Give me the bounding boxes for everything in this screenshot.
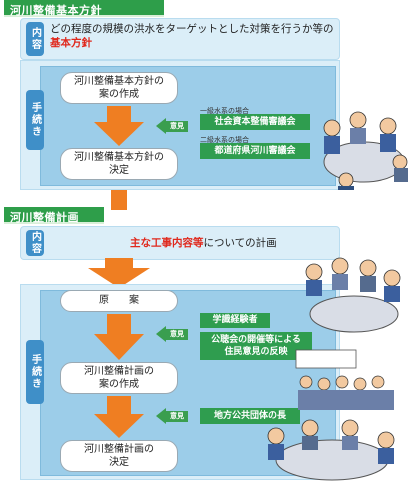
section2-step-plan: 原 案 <box>60 290 178 312</box>
section1-content-tag: 内容 <box>26 22 44 56</box>
section2-content-post: についての計画 <box>203 237 277 249</box>
section2-content-panel <box>20 226 340 260</box>
section2-step-draft: 河川整備計画の 案の作成 <box>60 362 178 394</box>
section2-opinion-arrow-2: 意見 <box>156 408 188 424</box>
section2-public-box: 公聴会の開催等による 住民意見の反映 <box>200 332 312 360</box>
section1-flow-arrow <box>94 106 144 146</box>
crowd-people-icon <box>305 257 401 333</box>
section1-content-panel <box>20 18 340 60</box>
section2-flow-arrow-2 <box>94 396 144 438</box>
governor-meeting-icon <box>267 419 395 481</box>
section2-main-arrow <box>88 258 150 288</box>
section1-content-highlight: 基本方針 <box>50 37 92 50</box>
section2-content-highlight: 主な工事内容等 <box>130 237 204 249</box>
section1-council-a: 社会資本整備審議会 <box>200 114 310 130</box>
section1-title: 河川整備基本方針 <box>4 0 164 17</box>
section2-step-decision: 河川整備計画の 決定 <box>60 440 178 472</box>
section2-flow-arrow-1 <box>94 314 144 360</box>
section2-expert-box: 学識経験者 <box>200 313 270 328</box>
section1-note-b: 二級水系の場合 <box>200 136 249 144</box>
section2-content-tag: 内容 <box>26 230 44 256</box>
section2-opinion-arrow-1: 意見 <box>156 326 188 342</box>
section1-opinion-arrow: 意見 <box>156 118 188 134</box>
section1-council-b: 都道府県河川審議会 <box>200 143 310 159</box>
section2-opinion-label-2: 意見 <box>166 410 188 422</box>
meeting-people-icon <box>323 111 408 190</box>
section2-local-box: 地方公共団体の長 <box>200 408 300 424</box>
section1-content-pre: どの程度の規模の洪水をターゲットとした対策を行うか等の <box>50 23 334 35</box>
section1-note-a: 一級水系の場合 <box>200 107 249 115</box>
section2-content-text: 主な工事内容等についての計画 <box>130 236 330 250</box>
section1-procedure-tag: 手続き <box>26 90 44 150</box>
section1-step-draft: 河川整備基本方針の 案の作成 <box>60 72 178 104</box>
public-hearing-icon <box>295 349 394 410</box>
section1-content-text: どの程度の規模の洪水をターゲットとした対策を行うか等の基本方針 <box>50 22 335 50</box>
section2-procedure-tag: 手続き <box>26 340 44 404</box>
section2-title: 河川整備計画 <box>4 207 104 224</box>
section1-step-decision: 河川整備基本方針の 決定 <box>60 148 178 180</box>
section1-opinion-label: 意見 <box>166 120 188 132</box>
section-connector-arrow <box>111 190 127 210</box>
section2-opinion-label-1: 意見 <box>166 328 188 340</box>
